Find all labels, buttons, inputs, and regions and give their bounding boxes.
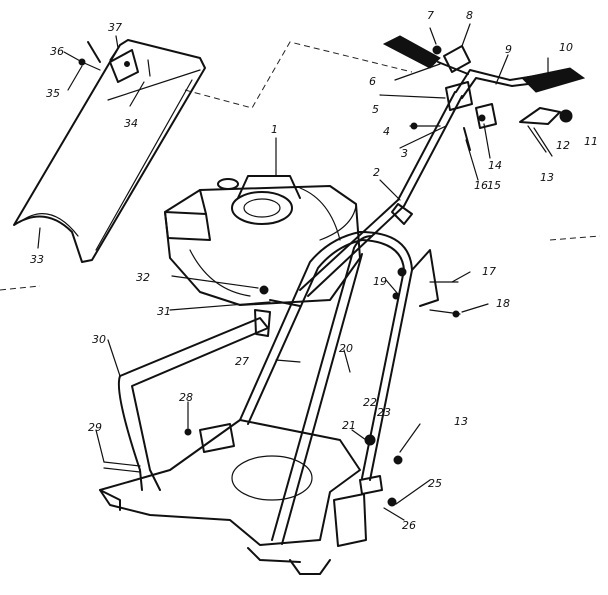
part-label: 17 [482, 265, 496, 278]
margin-mark [549, 235, 601, 241]
part-label: 11 [584, 135, 598, 148]
part-label: 15 [487, 179, 501, 192]
part-label: 22 [363, 396, 377, 409]
leader-lines [37, 23, 549, 521]
part-label: 12 [556, 139, 570, 152]
part-label: 13 [454, 415, 468, 428]
part-label: 7 [427, 9, 434, 22]
part-label: 14 [488, 159, 502, 172]
part-label: 33 [30, 253, 44, 266]
cover-hardware [78, 41, 151, 83]
part-label: 10 [559, 41, 573, 54]
handle-bolts [392, 267, 461, 318]
part-label: 29 [88, 421, 102, 434]
part-label: 6 [369, 75, 376, 88]
lower-handle-rails [239, 231, 439, 545]
part-label: 2 [373, 166, 380, 179]
part-label: 18 [496, 297, 510, 310]
engine-cover [13, 39, 206, 263]
control-bracket [409, 45, 497, 151]
part-label: 27 [235, 355, 249, 368]
frame-tube [117, 317, 269, 491]
deck-base [99, 419, 361, 575]
part-label: 13 [540, 171, 554, 184]
part-label: 21 [342, 419, 356, 432]
engine-bolts [259, 285, 301, 307]
part-label: 4 [383, 125, 390, 138]
part-label: 1 [271, 123, 278, 136]
part-label: 9 [505, 43, 512, 56]
part-label: 20 [339, 342, 353, 355]
part-label: 3 [401, 147, 408, 160]
frame-hardware [103, 428, 403, 547]
part-label: 19 [373, 275, 387, 288]
part-label: 31 [157, 305, 171, 318]
part-label: 30 [92, 333, 106, 346]
margin-mark [0, 285, 41, 291]
part-label: 16 [474, 179, 488, 192]
part-label: 8 [466, 9, 473, 22]
part-label: 32 [136, 271, 150, 284]
part-label: 34 [124, 117, 138, 130]
part-label: 37 [108, 21, 122, 34]
handle-grips [382, 35, 586, 93]
part-label: 28 [179, 391, 193, 404]
part-label: 25 [428, 477, 442, 490]
part-label: 36 [50, 45, 64, 58]
leader-line [184, 41, 413, 109]
part-label: 23 [377, 406, 391, 419]
part-label: 5 [372, 103, 379, 116]
part-label: 35 [46, 87, 60, 100]
throttle-lever [519, 107, 573, 157]
part-label: 26 [402, 519, 416, 532]
